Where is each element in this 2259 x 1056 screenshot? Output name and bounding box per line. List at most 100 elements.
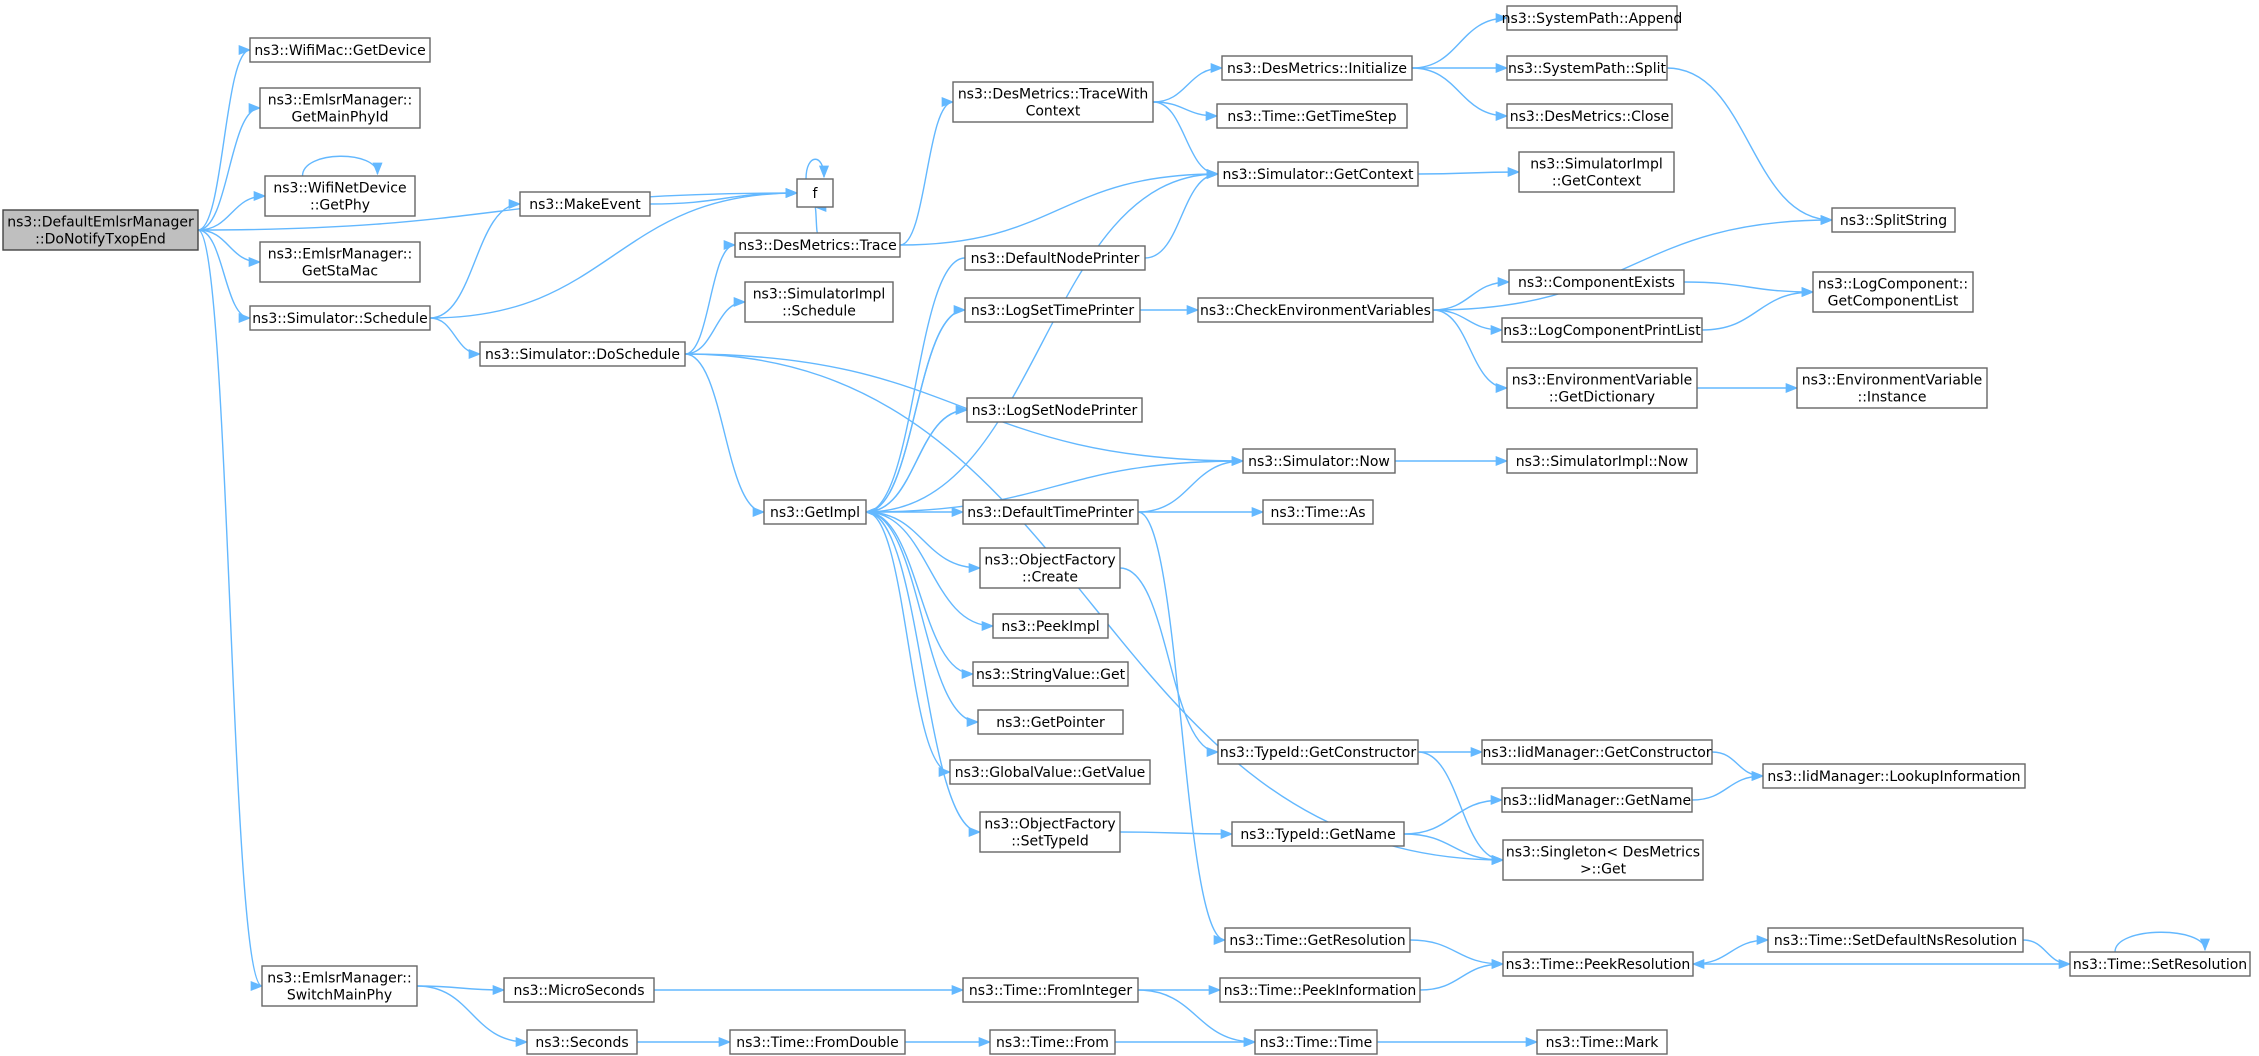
node-sdmg[interactable]: ns3::Singleton< DesMetrics>::Get <box>1502 839 1704 881</box>
node-sigc[interactable]: ns3::SimulatorImpl::GetContext <box>1518 151 1675 193</box>
edge-sgc-to-sigc <box>1417 166 1521 178</box>
node-wndp[interactable]: ns3::WifiNetDevice::GetPhy <box>264 175 416 217</box>
node-tsr[interactable]: ns3::Time::SetResolution <box>2069 951 2251 977</box>
node-label: ns3::PeekImpl <box>1001 619 1099 635</box>
node-sgc[interactable]: ns3::Simulator::GetContext <box>1217 161 1419 187</box>
node-box <box>1217 739 1419 765</box>
node-pki[interactable]: ns3::PeekImpl <box>992 613 1109 639</box>
node-sims[interactable]: ns3::Simulator::Schedule <box>249 305 431 331</box>
edge-arrow <box>1137 989 1257 1048</box>
node-tas[interactable]: ns3::Time::As <box>1262 499 1374 525</box>
edge-arrow <box>864 257 966 517</box>
node-cev[interactable]: ns3::CheckEnvironmentVariables <box>1197 297 1434 323</box>
node-imgn[interactable]: ns3::IidManager::GetName <box>1501 787 1693 813</box>
node-tt[interactable]: ns3::Time::Time <box>1254 1029 1378 1055</box>
node-box <box>729 1029 906 1055</box>
node-label: ns3::LogSetTimePrinter <box>971 303 1135 319</box>
node-dnp[interactable]: ns3::DefaultNodePrinter <box>964 245 1146 271</box>
node-dmtr[interactable]: ns3::DesMetrics::Trace <box>734 232 901 258</box>
node-box <box>1216 103 1408 129</box>
node-tfrom[interactable]: ns3::Time::From <box>989 1029 1116 1055</box>
node-gts[interactable]: ns3::Time::GetTimeStep <box>1216 103 1408 129</box>
node-imgc[interactable]: ns3::IidManager::GetConstructor <box>1481 739 1713 765</box>
node-sinow[interactable]: ns3::SimulatorImpl::Now <box>1506 448 1698 474</box>
node-label: ns3::Time::Mark <box>1546 1035 1660 1051</box>
node-tfi[interactable]: ns3::Time::FromInteger <box>962 977 1139 1003</box>
edge-arrow <box>429 198 522 319</box>
node-tign[interactable]: ns3::TypeId::GetName <box>1231 821 1405 847</box>
node-ofst[interactable]: ns3::ObjectFactory::SetTypeId <box>979 811 1121 853</box>
edge-dmin-to-spa <box>1411 12 1509 69</box>
node-dmc[interactable]: ns3::DesMetrics::Close <box>1506 103 1673 129</box>
node-emsw[interactable]: ns3::EmlsrManager::SwitchMainPhy <box>261 965 418 1007</box>
node-ms[interactable]: ns3::MicroSeconds <box>503 977 655 1003</box>
node-tpr[interactable]: ns3::Time::PeekResolution <box>1502 951 1694 977</box>
node-lsnp[interactable]: ns3::LogSetNodePrinter <box>966 397 1143 423</box>
node-wmgd[interactable]: ns3::WifiMac::GetDevice <box>249 37 431 63</box>
node-label: ns3::Time::Time <box>1260 1035 1372 1051</box>
node-emsm[interactable]: ns3::EmlsrManager::GetStaMac <box>259 241 421 283</box>
node-evi[interactable]: ns3::EnvironmentVariable::Instance <box>1796 367 1988 409</box>
node-gi[interactable]: ns3::GetImpl <box>763 499 867 525</box>
node-box <box>1231 821 1405 847</box>
node-imli[interactable]: ns3::IidManager::LookupInformation <box>1762 763 2026 789</box>
node-svg[interactable]: ns3::StringValue::Get <box>972 661 1129 687</box>
node-spa[interactable]: ns3::SystemPath::Append <box>1502 5 1683 31</box>
node-box <box>1506 5 1678 31</box>
node-lcpl[interactable]: ns3::LogComponentPrintList <box>1501 317 1703 343</box>
edge-arrow <box>1137 511 1227 945</box>
edge-root-to-wmgd <box>197 45 252 231</box>
node-label: ns3::StringValue::Get <box>976 667 1126 683</box>
node-box <box>264 175 416 217</box>
node-label: GetStaMac <box>302 264 378 280</box>
node-emmp[interactable]: ns3::EmlsrManager::GetMainPhyId <box>259 87 421 129</box>
node-lcgl[interactable]: ns3::LogComponent::GetComponentList <box>1812 271 1974 313</box>
node-tgr[interactable]: ns3::Time::GetResolution <box>1224 927 1411 953</box>
node-box <box>1506 55 1668 81</box>
edge-arrow <box>899 97 955 246</box>
node-tsdn[interactable]: ns3::Time::SetDefaultNsResolution <box>1767 927 2024 953</box>
edge-tsr-to-tsr <box>2114 931 2210 953</box>
node-tpi[interactable]: ns3::Time::PeekInformation <box>1219 977 1421 1003</box>
node-label: Context <box>1026 104 1081 120</box>
node-box <box>1502 839 1704 881</box>
node-gvgv[interactable]: ns3::GlobalValue::GetValue <box>949 759 1151 785</box>
node-mkev[interactable]: ns3::MakeEvent <box>519 191 651 217</box>
edge-dmtr-to-sgc <box>899 168 1220 246</box>
node-box <box>1262 499 1374 525</box>
edge-arrow <box>865 511 952 777</box>
node-sps[interactable]: ns3::SystemPath::Split <box>1506 55 1668 81</box>
node-simd[interactable]: ns3::Simulator::DoSchedule <box>479 341 686 367</box>
node-ofc[interactable]: ns3::ObjectFactory::Create <box>979 547 1121 589</box>
edge-imgn-to-imli <box>1691 770 1765 801</box>
node-sec[interactable]: ns3::Seconds <box>526 1029 638 1055</box>
node-box <box>1254 1029 1378 1055</box>
edge-arrow <box>197 229 252 324</box>
node-snow[interactable]: ns3::Simulator::Now <box>1242 448 1396 474</box>
node-dmin[interactable]: ns3::DesMetrics::Initialize <box>1221 55 1413 81</box>
node-sisc[interactable]: ns3::SimulatorImpl::Schedule <box>744 281 894 323</box>
edge-dmtc-to-dmin <box>1152 62 1224 103</box>
node-ce[interactable]: ns3::ComponentExists <box>1508 269 1685 295</box>
node-tigc[interactable]: ns3::TypeId::GetConstructor <box>1217 739 1419 765</box>
node-gp[interactable]: ns3::GetPointer <box>977 709 1124 735</box>
node-lstp[interactable]: ns3::LogSetTimePrinter <box>964 297 1141 323</box>
edge-arrow <box>197 45 252 231</box>
node-tmark[interactable]: ns3::Time::Mark <box>1536 1029 1668 1055</box>
node-f[interactable]: f <box>796 178 834 208</box>
edge-dtp-to-snow <box>1137 455 1245 513</box>
edge-tign-to-imgn <box>1403 794 1504 835</box>
node-tfd[interactable]: ns3::Time::FromDouble <box>729 1029 906 1055</box>
node-box <box>1518 151 1675 193</box>
edge-simd-to-snow <box>684 353 1245 467</box>
node-root[interactable]: ns3::DefaultEmlsrManager::DoNotifyTxopEn… <box>2 209 199 251</box>
node-box <box>1536 1029 1668 1055</box>
edge-dmtr-to-f <box>813 202 827 234</box>
node-ss[interactable]: ns3::SplitString <box>1831 207 1956 233</box>
node-label: ns3::DesMetrics::TraceWith <box>958 87 1148 103</box>
node-evgd[interactable]: ns3::EnvironmentVariable::GetDictionary <box>1506 367 1698 409</box>
edge-emsw-to-sec <box>416 985 529 1048</box>
node-label: ns3::WifiNetDevice <box>273 181 406 197</box>
node-dtp[interactable]: ns3::DefaultTimePrinter <box>962 499 1139 525</box>
